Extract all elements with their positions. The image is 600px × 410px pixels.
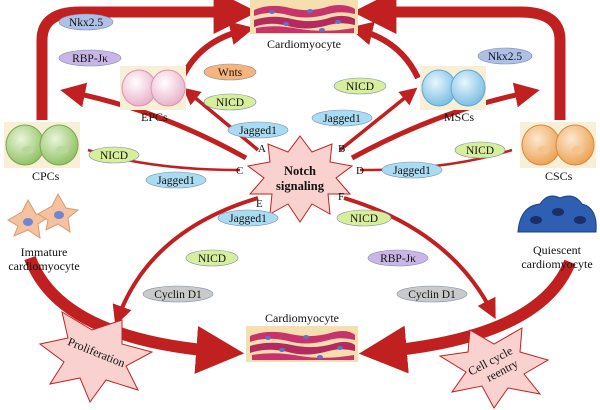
- arrow-immature-to-cardiomyocyte: [24, 255, 245, 374]
- cpcs-label: CPCs: [32, 169, 60, 183]
- molecule-pill-label: RBP-Jκ: [72, 53, 108, 65]
- molecule-pill: NICD: [203, 93, 257, 111]
- molecule-pill-shape: [311, 109, 373, 127]
- branch-a-outer: [60, 82, 248, 161]
- molecule-pill-label: Jagged1: [239, 125, 277, 137]
- mscs-cell-icon: [420, 66, 486, 110]
- branch-a: [182, 87, 260, 152]
- molecule-pill: RBP-Jκ: [58, 49, 122, 67]
- mscs-label: MSCs: [444, 110, 474, 124]
- molecule-pill-label: NICD: [216, 97, 244, 109]
- cscs-cell-icon: [520, 122, 596, 168]
- cardiomyocyte-tissue-bottom: [246, 326, 358, 362]
- molecule-pill-label: NICD: [350, 213, 378, 225]
- quiescent-label-line1: Quiescent: [533, 243, 582, 257]
- molecule-pill: RBP-Jκ: [367, 249, 429, 267]
- molecule-pill: NICD: [336, 209, 392, 227]
- cardiomyocyte-tissue-top: [250, 0, 358, 34]
- branch-letter-c: C: [236, 165, 243, 177]
- branch-letter-b: B: [338, 143, 345, 155]
- molecule-pill: Nkx2.5: [477, 47, 533, 65]
- immature-cardiomyocyte-icon: [7, 192, 80, 240]
- molecule-labels: Nkx2.5RBP-JκWntsNICDNICDJagged1Jagged1Nk…: [58, 13, 533, 303]
- molecule-pill-shape: [88, 146, 140, 164]
- proliferation-burst: [38, 310, 154, 404]
- branch-letter-e: E: [256, 198, 263, 210]
- molecule-pill-label: Nkx2.5: [488, 51, 522, 63]
- molecule-pill-shape: [333, 77, 387, 95]
- cpcs-cell-icon: [4, 122, 80, 168]
- molecule-pill-shape: [336, 209, 392, 227]
- molecule-pill-label: Cyclin D1: [154, 289, 202, 301]
- molecule-pill-label: Cyclin D1: [408, 289, 456, 301]
- molecule-pill-shape: [454, 141, 506, 159]
- molecule-pill-label: Wnts: [218, 67, 243, 79]
- molecule-pill-label: Jagged1: [393, 165, 431, 177]
- molecule-pill-shape: [477, 47, 533, 65]
- molecule-pill: Jagged1: [217, 209, 279, 227]
- molecule-pill-shape: [381, 161, 443, 179]
- arrow-cpcs-to-cardiomyocyte: [36, 0, 258, 120]
- molecule-pill: NICD: [185, 249, 239, 267]
- cscs-label: CSCs: [545, 169, 573, 183]
- epcs-label: EPCs: [141, 110, 168, 124]
- molecule-pill-label: RBP-Jκ: [380, 253, 416, 265]
- molecule-pill-shape: [185, 249, 239, 267]
- molecule-pill: Jagged1: [227, 121, 289, 139]
- branch-letter-d: D: [356, 165, 364, 177]
- branch-letter-f: F: [338, 191, 344, 203]
- molecule-pill: Jagged1: [311, 109, 373, 127]
- quiescent-label-line2: cardiomyocyte: [521, 257, 592, 271]
- arrow-mscs-to-cardiomyocyte: [348, 21, 421, 80]
- big-arrows: [24, 0, 576, 374]
- molecule-pill-shape: [367, 249, 429, 267]
- notch-signaling-hub: [246, 135, 354, 223]
- immature-label-line2: cardiomyocyte: [8, 259, 79, 273]
- immature-label-line1: Immature: [21, 245, 68, 259]
- branch-e: [112, 196, 259, 326]
- molecule-pill: Nkx2.5: [58, 13, 114, 31]
- molecule-pill: NICD: [333, 77, 387, 95]
- quiescent-cardiomyocyte-icon: [517, 195, 597, 233]
- molecule-pill-label: NICD: [198, 253, 226, 265]
- molecule-pill-shape: [217, 209, 279, 227]
- molecule-pill-shape: [396, 285, 468, 303]
- molecule-pill-shape: [203, 93, 257, 111]
- molecule-pill-shape: [142, 285, 214, 303]
- molecule-pill-shape: [58, 13, 114, 31]
- hub-branch-arrows: [60, 82, 540, 326]
- molecule-pill-label: Jagged1: [229, 213, 267, 225]
- branch-b-outer: [350, 82, 540, 161]
- molecule-pill-label: NICD: [100, 150, 128, 162]
- cardiomyocyte-top-label: Cardiomyocyte: [267, 37, 341, 51]
- cell-cycle-burst: [438, 327, 550, 409]
- arrow-quiescent-to-cardiomyocyte: [358, 259, 576, 374]
- molecule-pill-label: Jagged1: [323, 113, 361, 125]
- cardiomyocyte-bottom-label: Cardiomyocyte: [265, 311, 339, 325]
- molecule-pill: Cyclin D1: [396, 285, 468, 303]
- arrow-cscs-to-cardiomyocyte: [352, 0, 566, 120]
- molecule-pill-label: Jagged1: [157, 175, 195, 187]
- molecule-pill: Cyclin D1: [142, 285, 214, 303]
- epcs-cell-icon: [120, 66, 186, 110]
- molecule-pill-label: Nkx2.5: [69, 17, 103, 29]
- molecule-pill: Jagged1: [381, 161, 443, 179]
- molecule-pill: Wnts: [203, 63, 257, 81]
- molecule-pill-label: NICD: [466, 145, 494, 157]
- branch-b: [338, 87, 418, 152]
- molecule-pill-shape: [145, 171, 207, 189]
- molecule-pill-label: NICD: [346, 81, 374, 93]
- molecule-pill: Jagged1: [145, 171, 207, 189]
- molecule-pill: NICD: [454, 141, 506, 159]
- branch-f: [343, 196, 496, 320]
- hub-label-line2: signaling: [276, 179, 325, 193]
- molecule-pill-shape: [58, 49, 122, 67]
- molecule-pill-shape: [227, 121, 289, 139]
- hub-label-line1: Notch: [284, 164, 316, 178]
- molecule-pill: NICD: [88, 146, 140, 164]
- branch-letter-a: A: [258, 143, 266, 155]
- molecule-pill-shape: [203, 63, 257, 81]
